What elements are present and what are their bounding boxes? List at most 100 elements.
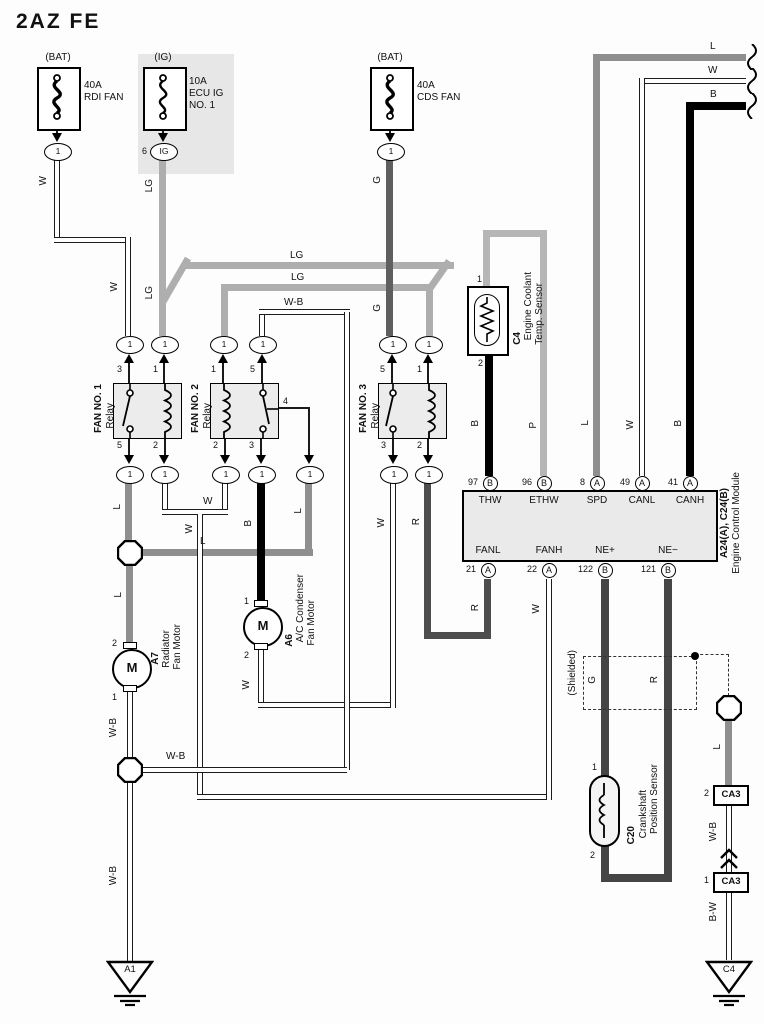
stub bbox=[391, 362, 393, 383]
wire-label: R bbox=[411, 518, 422, 526]
wire-label: B-W bbox=[708, 902, 719, 922]
stub bbox=[222, 362, 224, 383]
relay2-pin4: 4 bbox=[283, 396, 289, 406]
fuse3-name: CDS FAN bbox=[417, 92, 461, 103]
wire-label: R bbox=[470, 604, 481, 612]
ground-a1-label: A1 bbox=[124, 964, 136, 975]
relay1-conn-tr: 1 bbox=[151, 336, 179, 354]
coil-icon bbox=[598, 783, 606, 838]
ecm-name: Engine Control Module bbox=[731, 472, 742, 574]
connector-arrow bbox=[220, 455, 230, 464]
stub bbox=[392, 437, 394, 455]
fuse1-tag: (BAT) bbox=[45, 52, 71, 63]
a7-terminal-top bbox=[123, 642, 137, 649]
junction-dot bbox=[691, 652, 699, 660]
connector-arrow bbox=[423, 354, 433, 363]
wire-wb-ground-v bbox=[127, 781, 133, 962]
relay1-sub: Relay bbox=[105, 403, 116, 429]
wire-label: W-B bbox=[108, 866, 119, 886]
wire-r-h bbox=[424, 632, 489, 639]
relay3-conn-tr: 1 bbox=[415, 336, 443, 354]
a6-pin1: 1 bbox=[244, 596, 250, 606]
coolant-temp-sensor bbox=[467, 286, 509, 356]
wire-label: W bbox=[376, 518, 387, 528]
a7-pin2: 2 bbox=[112, 638, 118, 648]
a7-pin1: 1 bbox=[112, 692, 118, 702]
stub bbox=[163, 362, 165, 383]
relay1-pin1: 1 bbox=[153, 364, 159, 374]
crankshaft-position-sensor bbox=[589, 775, 620, 847]
fuse2-rating: 10A bbox=[189, 76, 207, 87]
c4-label1: Engine Coolant bbox=[523, 272, 534, 341]
ecm-pin-fanh: FANH bbox=[535, 545, 563, 556]
c4-label2: Temp. Sensor bbox=[534, 283, 545, 345]
shielded-label: (Shielded) bbox=[567, 650, 578, 696]
ecm-conn-circle: B bbox=[660, 562, 676, 578]
relay-fan2 bbox=[210, 383, 279, 439]
wire-w-fanh-h bbox=[197, 794, 552, 800]
wire-lg-h1 bbox=[184, 262, 454, 269]
wire-l-relay1-v bbox=[125, 482, 132, 544]
wire-label: L bbox=[113, 592, 124, 598]
fuse-icon bbox=[52, 74, 62, 120]
relay2-conn-tl: 1 bbox=[210, 336, 238, 354]
fuse1-connector: 1 bbox=[44, 143, 72, 161]
fuse-cds-fan bbox=[370, 67, 414, 131]
stub bbox=[260, 437, 262, 455]
relay2-conn-pin4: 1 bbox=[296, 466, 324, 484]
wire-p-ethw-v bbox=[540, 230, 547, 476]
relay2-pin2: 2 bbox=[213, 440, 219, 450]
wire-label: B bbox=[243, 520, 254, 527]
wire-label: L bbox=[200, 536, 206, 547]
wire-label: L bbox=[293, 508, 304, 514]
wire-label: LG bbox=[144, 179, 155, 193]
relay1-pin5: 5 bbox=[117, 440, 123, 450]
fuse2-name: ECU IG bbox=[189, 88, 224, 99]
wire-label: L bbox=[580, 420, 591, 426]
wire-label: W bbox=[203, 496, 213, 507]
wire-wb-ca3-v bbox=[726, 802, 732, 872]
ca3-connector-top: CA3 bbox=[713, 785, 749, 806]
a6-label2: Fan Motor bbox=[306, 600, 317, 646]
fuse3-rating: 40A bbox=[417, 80, 435, 91]
wire-c20-out-v bbox=[601, 846, 609, 882]
relay2-pin1: 1 bbox=[211, 364, 217, 374]
ecm-num: 22 bbox=[526, 564, 537, 574]
wire-label: B bbox=[710, 89, 717, 100]
wire-l-spd-v bbox=[593, 54, 600, 476]
a6-id: A6 bbox=[284, 634, 295, 647]
ground-c4-label: C4 bbox=[722, 964, 736, 975]
shield-drain-h bbox=[695, 654, 729, 655]
connector-arrow bbox=[304, 455, 314, 464]
relay3-pin3: 3 bbox=[381, 440, 387, 450]
wire-label: W bbox=[184, 524, 195, 534]
connector-arrow bbox=[218, 354, 228, 363]
fuse2-name2: NO. 1 bbox=[189, 100, 216, 111]
stub bbox=[261, 362, 263, 383]
ecm-num: 21 bbox=[465, 564, 476, 574]
relay3-pin5: 5 bbox=[380, 364, 386, 374]
relay1-conn-tl: 1 bbox=[116, 336, 144, 354]
fuse2-connector-num: 6 bbox=[142, 146, 148, 156]
relay2-pin3: 3 bbox=[249, 440, 255, 450]
wire-w-a6-v bbox=[258, 650, 264, 708]
wire-label: L bbox=[112, 504, 123, 510]
a6-pin2: 2 bbox=[244, 650, 250, 660]
relay3-conn-tl: 1 bbox=[379, 336, 407, 354]
wire-label: B bbox=[673, 420, 684, 427]
wire-w-long-v bbox=[197, 514, 203, 800]
ecm-pin-spd: SPD bbox=[586, 495, 608, 506]
a7-terminal-bottom bbox=[123, 685, 137, 692]
wire-break-icon bbox=[747, 68, 757, 94]
connector-arrow bbox=[159, 354, 169, 363]
wire-b-a6-v bbox=[257, 482, 265, 602]
wire-g-fuse3 bbox=[386, 160, 393, 336]
c20-label1: Crankshaft bbox=[638, 790, 649, 839]
wire-label: W-B bbox=[108, 718, 119, 738]
ecm-num: 8 bbox=[579, 477, 585, 487]
ecm-conn-circle: A bbox=[541, 562, 557, 578]
wire-w-fanh-v bbox=[546, 579, 552, 800]
wire-l-ca3-v bbox=[725, 719, 732, 785]
relay1-pin2: 2 bbox=[153, 440, 159, 450]
wire-label: W bbox=[708, 65, 718, 76]
